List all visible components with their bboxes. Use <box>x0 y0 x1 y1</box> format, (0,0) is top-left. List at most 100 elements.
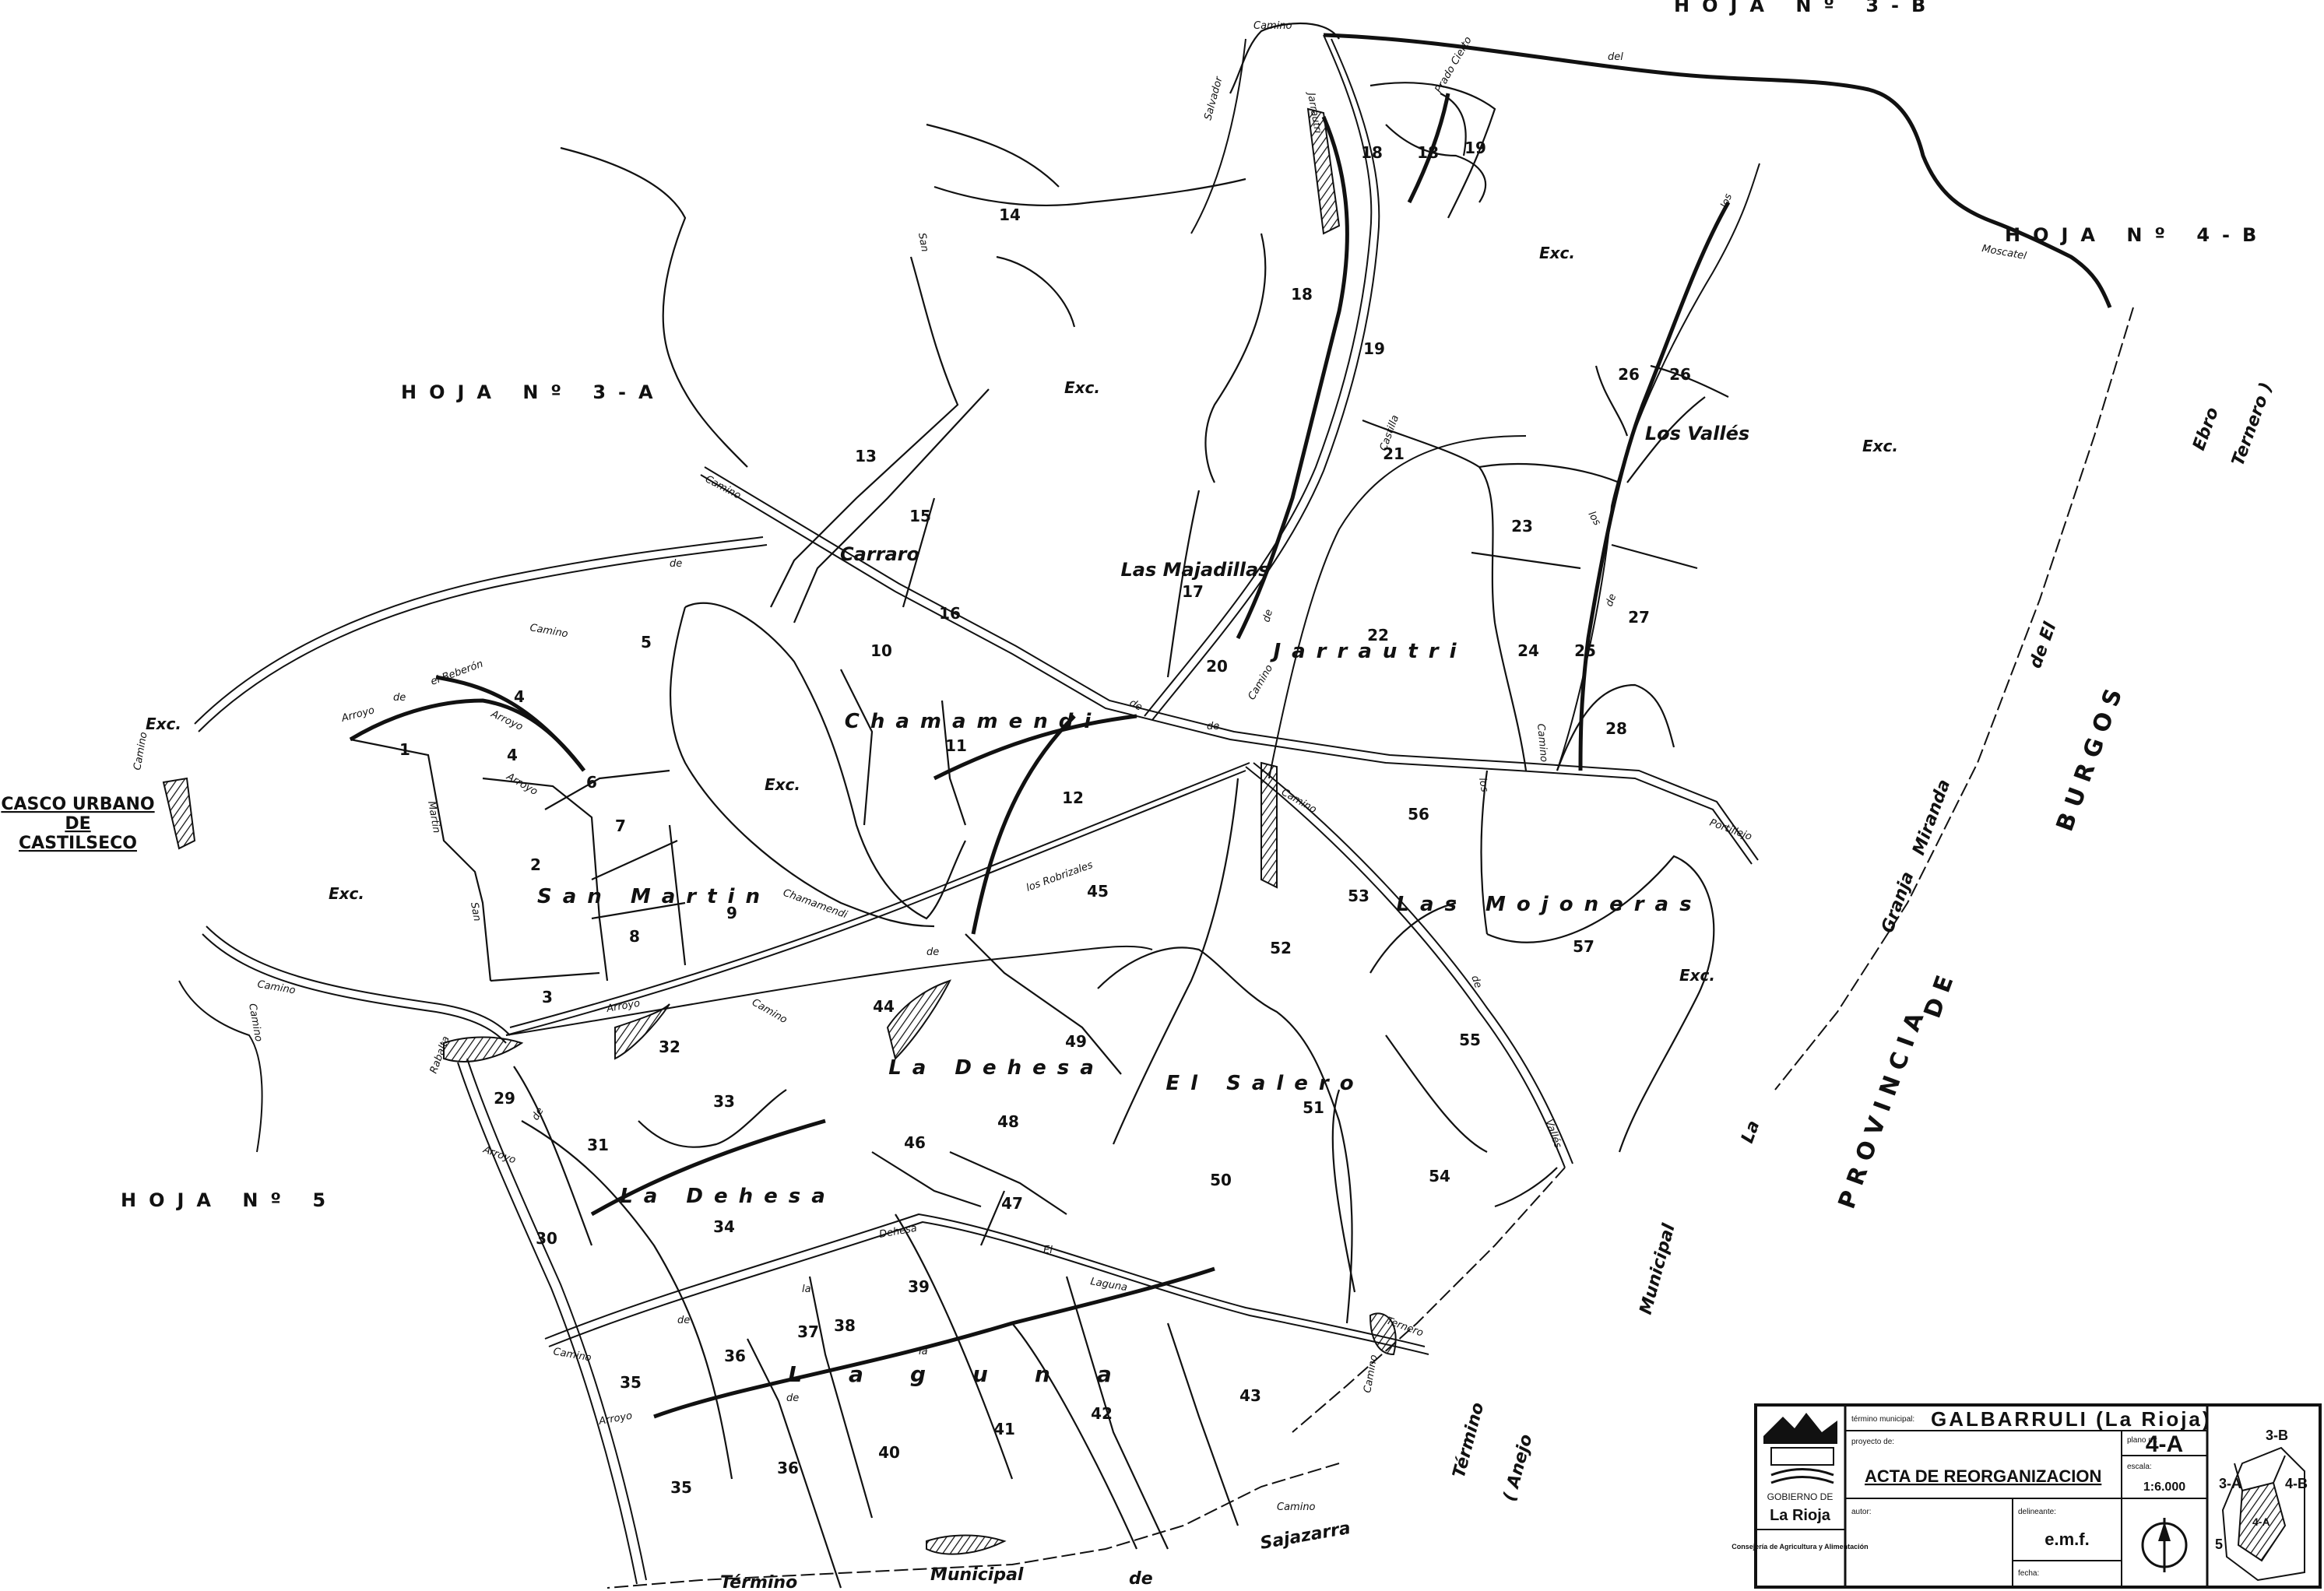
road-label: Chamamendi <box>782 887 849 922</box>
parcel-number: 41 <box>993 1420 1015 1438</box>
parcel-number: 19 <box>1464 139 1486 157</box>
burgos-label: BURGOS <box>2052 678 2131 835</box>
parcel-number: 57 <box>1573 937 1594 956</box>
streams <box>349 93 1731 1419</box>
road-label: Jarrautri <box>1305 90 1324 135</box>
road-label: Camino <box>1253 20 1292 32</box>
miranda-label: Miranda <box>1909 777 1954 858</box>
anejo-label: ( Anejo <box>1500 1432 1537 1503</box>
termino-bottom-label: Término <box>720 1573 797 1591</box>
road-label: de <box>677 1315 690 1326</box>
parcel-number: 4 <box>507 746 518 764</box>
key-map: 3-B 3-A 4-B 4-A 5 <box>2215 1428 2308 1582</box>
escala-value: 1:6.000 <box>2143 1480 2185 1494</box>
parcel-number: 25 <box>1574 641 1596 660</box>
parcel-number: 42 <box>1091 1404 1113 1423</box>
place-jarrautri: Jarrautri <box>1269 640 1467 663</box>
exc-label: Exc. <box>765 775 800 794</box>
road-label: Camino <box>1277 1501 1316 1513</box>
road-label: los Robrizales <box>1025 859 1095 894</box>
plano-value: 4-A <box>2146 1431 2183 1457</box>
place-las-majadillas: Las Majadillas <box>1121 559 1270 581</box>
parcel-number: 37 <box>797 1322 819 1341</box>
parcel-number: 34 <box>713 1217 735 1236</box>
road-label: los <box>1476 777 1490 793</box>
de-bottom-label: de <box>1129 1569 1153 1589</box>
parcel-number: 18 <box>1361 143 1383 162</box>
road-label: Camino <box>529 622 568 640</box>
place-la-dehesa-upper: La Dehesa <box>888 1056 1105 1080</box>
north-arrow-icon <box>2141 1518 2188 1572</box>
road-label: San <box>468 901 483 922</box>
road-label: la <box>802 1284 811 1295</box>
parcel-number: 9 <box>726 904 737 922</box>
parcel-number: 39 <box>908 1277 930 1296</box>
parcel-number: 40 <box>878 1443 900 1462</box>
parcel-number: 19 <box>1363 339 1385 358</box>
exc-label: Exc. <box>1539 244 1575 262</box>
sheet-label-southwest: HOJA Nº 5 <box>121 1189 338 1211</box>
road-label: Arroyo <box>597 1410 633 1428</box>
place-el-salero: El Salero <box>1166 1072 1364 1095</box>
parcel-numbers: 1 2 3 4 4 5 6 7 8 9 10 11 12 13 14 15 16… <box>399 139 1691 1497</box>
casco-urbano-line2: DE <box>65 814 90 834</box>
parcel-number: 36 <box>724 1347 746 1365</box>
road-label: los <box>1586 510 1603 529</box>
road-label: Camino <box>132 731 149 771</box>
parcel-number: 46 <box>904 1133 926 1152</box>
road-label: Laguna <box>1089 1276 1128 1294</box>
parcel-number: 18 <box>1291 285 1313 304</box>
parcel-number: 6 <box>586 773 597 792</box>
road-label: Arroyo <box>481 1143 518 1166</box>
parcel-number: 49 <box>1065 1032 1087 1051</box>
road-label: Camino <box>1362 1354 1380 1393</box>
parcel-number: 30 <box>536 1229 557 1248</box>
casco-urbano-line1: CASCO URBANO <box>1 795 154 814</box>
parcel-number: 10 <box>870 641 892 660</box>
parcel-number: 47 <box>1001 1194 1023 1213</box>
exc-label: Exc. <box>1862 437 1898 455</box>
key-label-4b: 4-B <box>2285 1476 2308 1491</box>
parcel-number: 20 <box>1206 657 1228 676</box>
parcel-number: 32 <box>659 1038 680 1056</box>
sheet-labels: HOJA Nº 3-B HOJA Nº 4-B HOJA Nº 3-A HOJA… <box>121 0 2256 1211</box>
casco-urbano-label: CASCO URBANO DE CASTILSECO <box>1 795 154 853</box>
exc-label: Exc. <box>1679 966 1715 985</box>
parcel-number: 12 <box>1062 788 1084 807</box>
la-label: La <box>1738 1118 1763 1146</box>
logo-line1: GOBIERNO DE <box>1767 1491 1834 1502</box>
consejeria-text: Consejería de Agricultura y Alimentación <box>1732 1543 1868 1551</box>
parcel-number: 8 <box>629 927 640 946</box>
parcel-number: 26 <box>1669 365 1691 384</box>
parcel-number: 16 <box>939 604 961 623</box>
termino-value: GALBARRULI (La Rioja) <box>1931 1407 2212 1431</box>
parcel-number: 28 <box>1605 719 1627 738</box>
road-label: Camino <box>552 1346 592 1364</box>
title-block: GOBIERNO DE La Rioja Consejería de Agric… <box>1732 1403 2322 1589</box>
road-label: de <box>670 558 682 570</box>
parcel-number: 27 <box>1628 608 1650 627</box>
province-label: PROVINCIA <box>1834 1002 1932 1213</box>
road-label: de <box>1127 697 1144 713</box>
road-label: Salvador <box>1202 74 1225 121</box>
delineante-value: e.m.f. <box>2044 1530 2089 1549</box>
parcel-number: 26 <box>1618 365 1640 384</box>
place-la-dehesa-lower: La Dehesa <box>620 1185 836 1208</box>
road-label: Martin <box>425 800 442 834</box>
parcel-number: 44 <box>873 997 895 1016</box>
road-label: del <box>1608 51 1623 63</box>
parcel-number: 11 <box>945 736 967 755</box>
place-chamamendi: Chamamendi <box>845 710 1102 733</box>
ternero-label: Ternero ) <box>2228 380 2277 469</box>
plano-field-label: plano nº: <box>2127 1436 2157 1445</box>
road-label: Arroyo <box>504 771 540 798</box>
delineante-field-label: delineante: <box>2018 1508 2056 1516</box>
road-label: de <box>1260 608 1275 623</box>
key-label-3a: 3-A <box>2219 1476 2241 1491</box>
parcel-number: 22 <box>1367 626 1389 644</box>
exc-labels: Exc. Exc. Exc. Exc. Exc. Exc. Exc. <box>146 244 1898 985</box>
parcel-number: 2 <box>530 855 541 874</box>
parcel-number: 18 <box>1417 143 1439 162</box>
road-label: de <box>786 1393 799 1404</box>
parcel-number: 31 <box>587 1136 609 1154</box>
